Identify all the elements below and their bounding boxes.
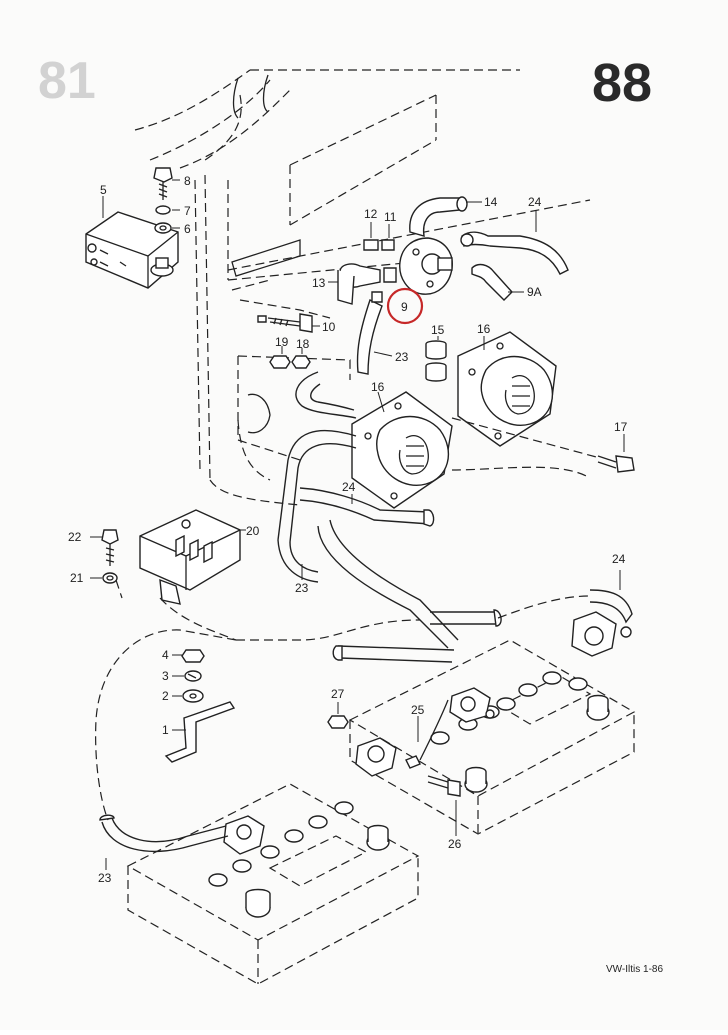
elbow-9A: [471, 263, 513, 301]
nut-4: [181, 649, 205, 663]
upper-hoses: [409, 196, 569, 301]
relay-assembly: [85, 167, 180, 289]
routing-lines: [95, 466, 591, 821]
callout-24-top: 24: [528, 195, 542, 209]
callout-26: 26: [448, 837, 462, 851]
filler-housing-left: [351, 391, 453, 509]
nut-12: [363, 239, 379, 251]
callout-6: 6: [184, 222, 191, 236]
long-hoses: [277, 371, 502, 663]
battery-right: [327, 639, 636, 836]
sleeve-15a: [425, 340, 447, 360]
callout-23-bottom: 23: [98, 871, 112, 885]
callout-27: 27: [331, 687, 345, 701]
callout-4: 4: [162, 648, 169, 662]
callout-10: 10: [322, 320, 336, 334]
callout-12: 12: [364, 207, 378, 221]
highlight-circle: [386, 287, 424, 325]
nut-11: [381, 239, 395, 251]
callout-21: 21: [70, 571, 84, 585]
callout-9: 9: [401, 300, 408, 314]
callout-23-small: 23: [395, 350, 409, 364]
callout-20: 20: [246, 524, 260, 538]
callout-16-left: 16: [371, 380, 385, 394]
bracket-1: [164, 701, 236, 763]
terminal-clamp-24: [571, 570, 633, 657]
callout-2: 2: [162, 689, 169, 703]
washer-6: [154, 222, 172, 234]
sleeve-15b: [425, 362, 447, 382]
callout-16-right: 16: [477, 322, 491, 336]
small-parts-1-4: [164, 649, 236, 763]
valve-flange-assembly: [328, 222, 453, 375]
callout-23-mid: 23: [295, 581, 309, 595]
callout-25: 25: [411, 703, 425, 717]
callout-24-mid: 24: [342, 480, 356, 494]
callout-18: 18: [296, 337, 310, 351]
hose-24-upper: [461, 231, 569, 275]
washer-7: [155, 205, 171, 215]
callout-22: 22: [68, 530, 82, 544]
bolt-17: [451, 417, 635, 473]
bolt-10: [257, 313, 320, 333]
callout-14: 14: [484, 195, 498, 209]
nuts-18-19: [269, 346, 311, 369]
callout-7: 7: [184, 204, 191, 218]
callout-13: 13: [312, 276, 326, 290]
bolt-22: [90, 529, 119, 566]
callout-19: 19: [275, 335, 289, 349]
body-panel-outline: [134, 69, 591, 506]
junction-box-20: [139, 509, 246, 605]
callout-15: 15: [431, 323, 445, 337]
callout-24-right: 24: [612, 552, 626, 566]
callout-11: 11: [384, 210, 397, 224]
callout-8: 8: [184, 174, 191, 188]
callout-3: 3: [162, 669, 169, 683]
callout-labels: 5 8 7 6 14 24 12 11 13 9 9A 10 19 18 15 …: [68, 174, 628, 885]
callout-9A: 9A: [527, 285, 542, 299]
hose-23-small: [356, 299, 383, 375]
callout-5: 5: [100, 183, 107, 197]
bolt-8-head: [153, 167, 173, 183]
battery-left: [99, 783, 420, 985]
ghost-page-number: 81: [38, 52, 96, 110]
callout-17: 17: [614, 420, 628, 434]
washer-2: [182, 689, 204, 703]
nut-21: [90, 572, 118, 584]
page-number: 88: [592, 53, 652, 113]
callout-1: 1: [162, 723, 169, 737]
filler-housing-right: [425, 331, 557, 447]
footer-reference: VW-Iltis 1-86: [606, 964, 663, 975]
